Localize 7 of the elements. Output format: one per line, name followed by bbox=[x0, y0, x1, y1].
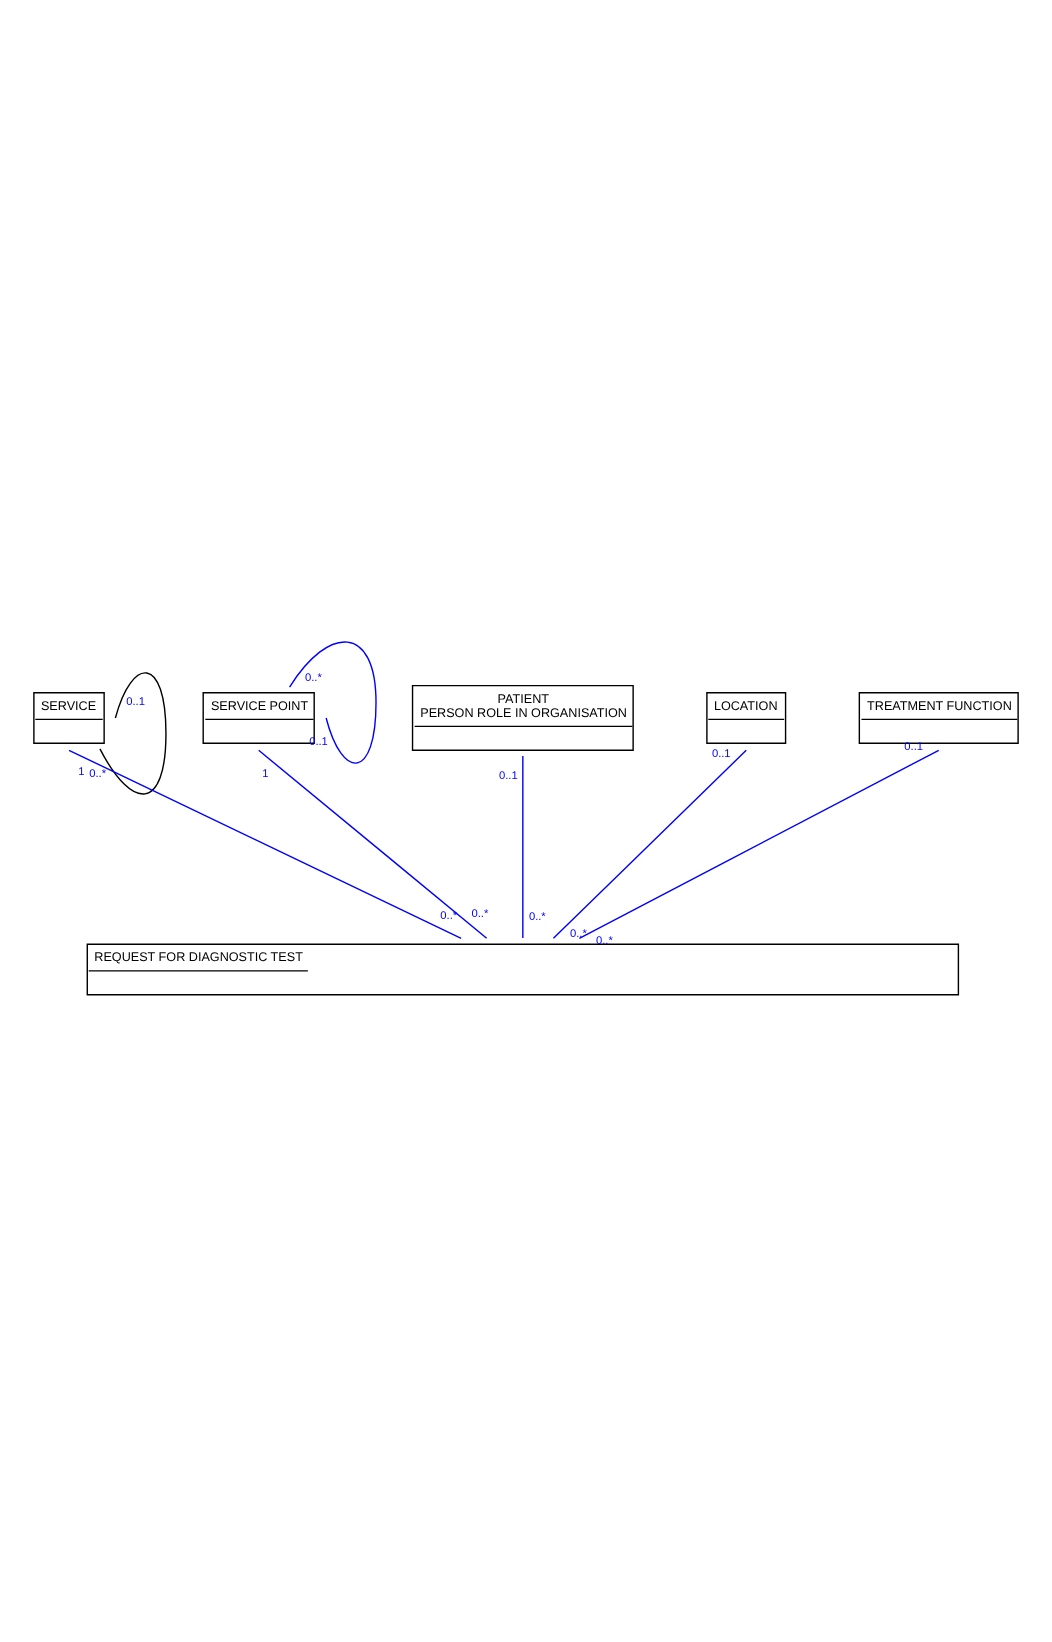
connector bbox=[99, 672, 167, 795]
connector bbox=[578, 749, 940, 940]
connector bbox=[522, 755, 524, 939]
connector bbox=[68, 749, 462, 940]
connector bbox=[552, 749, 747, 939]
connector bbox=[258, 749, 488, 939]
connector bbox=[288, 641, 377, 764]
